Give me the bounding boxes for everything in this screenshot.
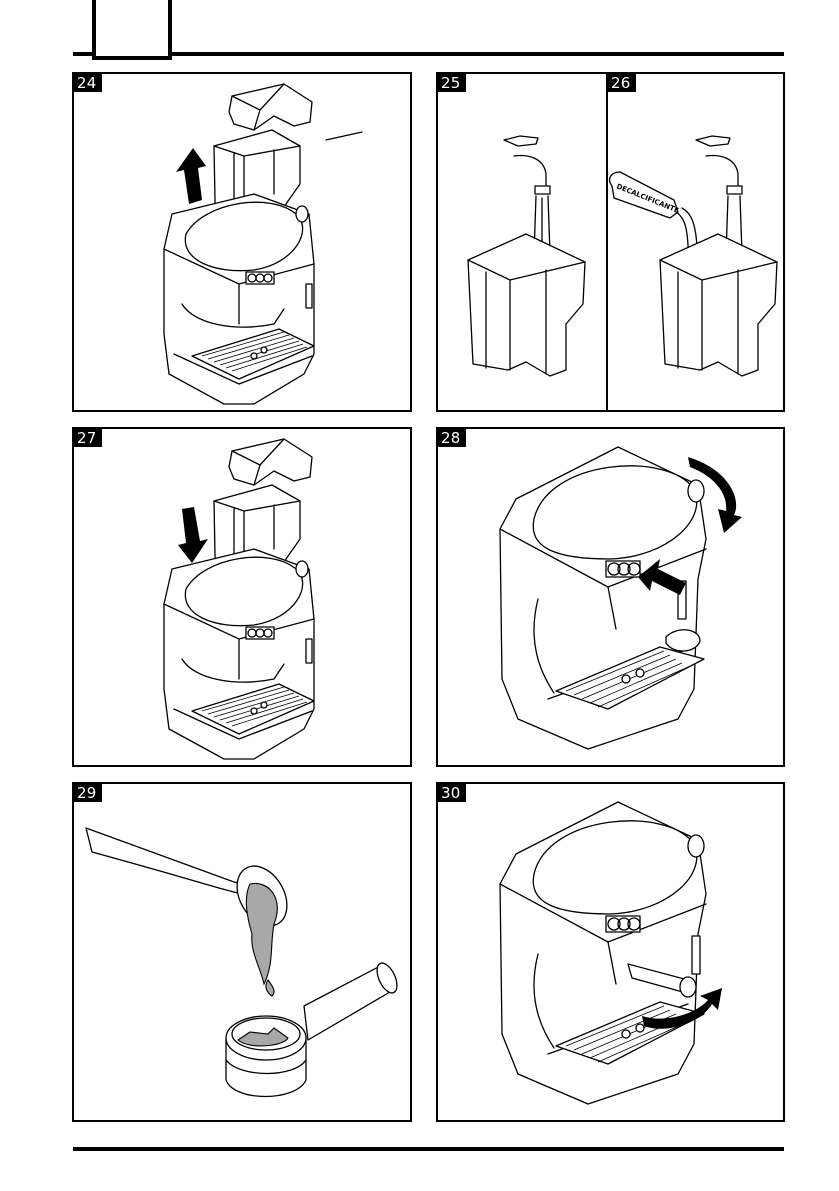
filter-coffee-illustration [74, 784, 410, 1120]
figure-24: 24 [72, 72, 412, 412]
machine-remove-tank-illustration [74, 74, 410, 410]
figure-number: 29 [74, 784, 102, 802]
machine-insert-tank-illustration [74, 429, 410, 765]
figure-number: 24 [74, 74, 102, 92]
ground-coffee [246, 883, 277, 984]
lid-icon [229, 439, 312, 485]
pointer-line [326, 132, 362, 140]
steam-knob [688, 480, 704, 502]
figure-divider [606, 74, 608, 410]
measuring-spoon-icon [86, 828, 297, 996]
down-arrow-icon [178, 507, 208, 563]
page-number-tab [92, 0, 172, 60]
espresso-machine-icon [164, 194, 314, 404]
footer-rule [73, 1147, 784, 1151]
figure-29: 29 [72, 782, 412, 1122]
figure-30: 30 [436, 782, 785, 1122]
espresso-machine-icon [500, 447, 706, 749]
up-arrow-icon [176, 148, 206, 204]
figure-number: 27 [74, 429, 102, 447]
faucet-icon [696, 136, 742, 194]
figure-25-26: DECALCIFICANTE 25 26 [436, 72, 785, 412]
figure-number: 25 [438, 74, 466, 92]
figure-number: 28 [438, 429, 466, 447]
espresso-machine-icon [500, 802, 706, 1104]
filter-holder-icon [226, 960, 401, 1096]
figure-number: 30 [438, 784, 466, 802]
machine-steam-illustration [438, 429, 783, 765]
figure-27: 27 [72, 427, 412, 767]
water-tank-icon [660, 234, 777, 376]
machine-insert-filter-illustration [438, 784, 783, 1120]
header-rule [73, 52, 784, 56]
tank-fill-illustrations: DECALCIFICANTE [438, 74, 783, 410]
faucet-icon [504, 136, 550, 194]
lid-icon [229, 84, 312, 130]
figure-28: 28 [436, 427, 785, 767]
water-tank-icon [468, 234, 585, 376]
figure-number: 26 [608, 74, 636, 92]
espresso-machine-icon [164, 549, 314, 759]
